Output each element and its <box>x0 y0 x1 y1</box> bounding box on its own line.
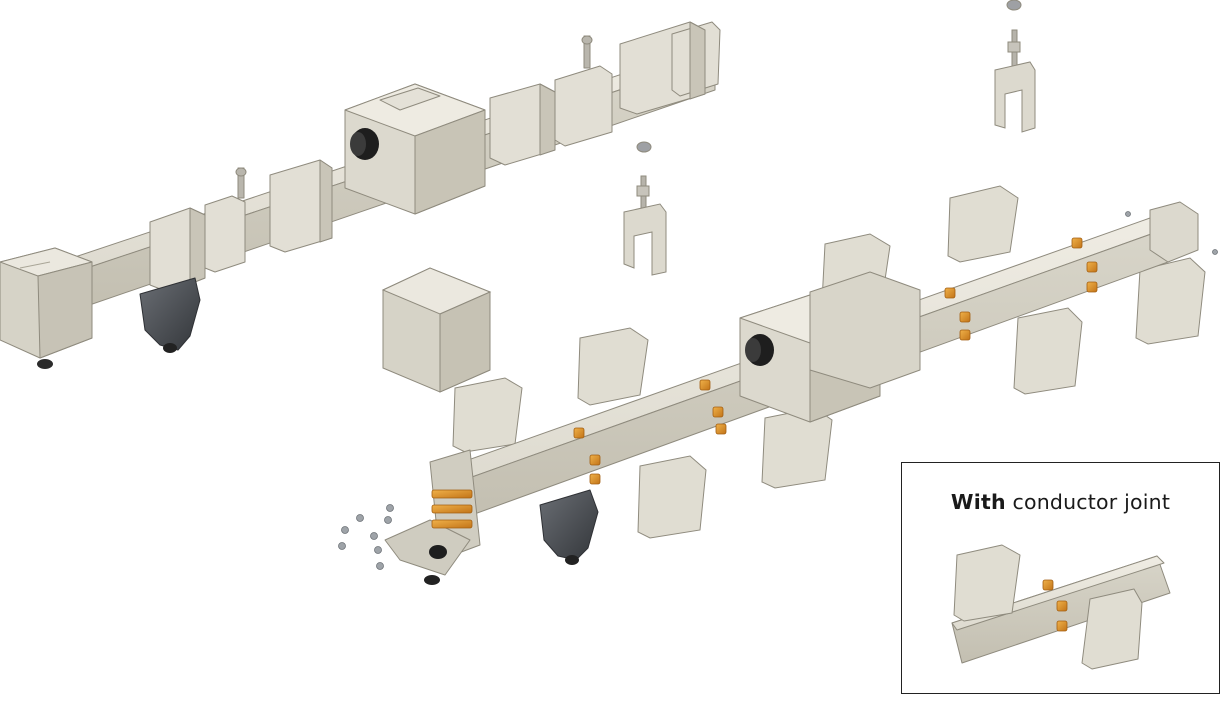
inset-title-bold: With <box>950 490 1006 514</box>
inset-title: With conductor joint <box>902 490 1219 514</box>
loose-end-cap <box>381 267 492 393</box>
copper-conductor-joints <box>431 237 1098 529</box>
ceiling-hanger-middle <box>623 141 667 276</box>
conductor-joint-inset: With conductor joint <box>901 462 1220 694</box>
ceiling-hanger-right <box>994 0 1036 133</box>
conductor-joint-detail-icon <box>951 544 1171 670</box>
upper-drive-unit <box>139 277 201 351</box>
inset-title-rest: conductor joint <box>1005 490 1171 514</box>
upper-rail-assembly <box>0 21 721 369</box>
lower-drive-unit <box>539 489 599 561</box>
fastener-screws <box>338 211 1218 570</box>
